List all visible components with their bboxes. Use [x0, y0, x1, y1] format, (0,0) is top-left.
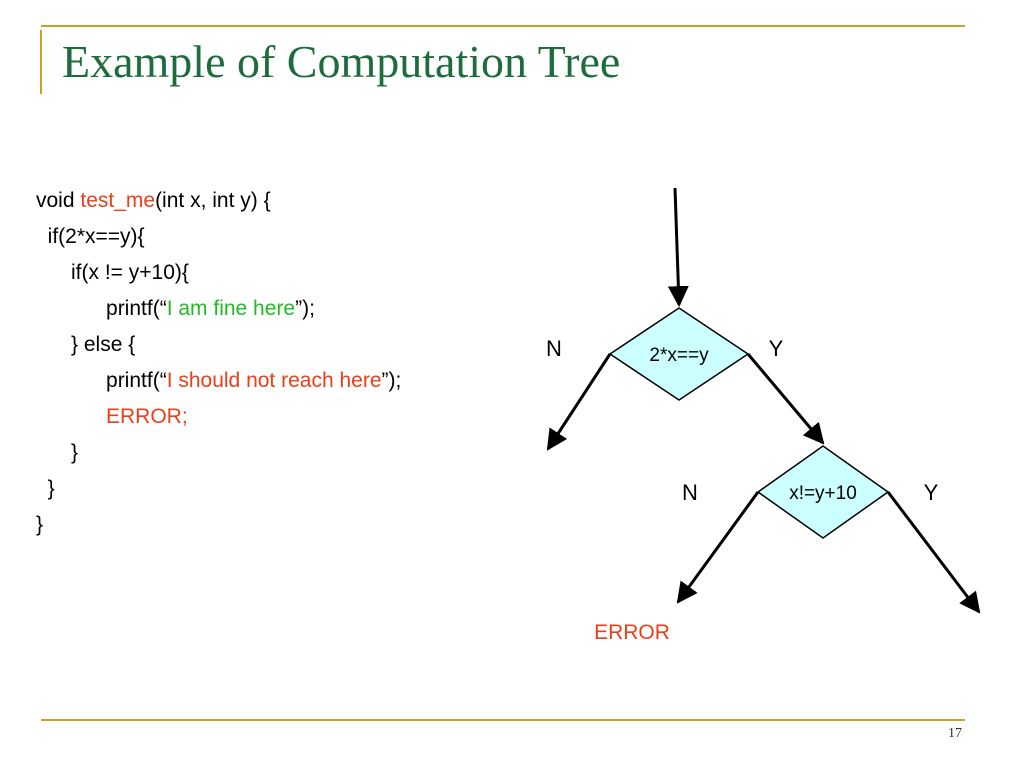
- code-line: printf(“I should not reach here”);: [36, 363, 401, 399]
- code-token: if(x != y+10){: [36, 261, 189, 284]
- code-token: I am fine here: [166, 297, 296, 320]
- code-token: printf(“: [36, 369, 167, 392]
- code-token: void: [36, 189, 81, 212]
- code-line: }: [36, 435, 401, 471]
- decision-node-1-label: 2*x==y: [649, 345, 709, 366]
- page-number: 17: [948, 726, 962, 741]
- code-line: ERROR;: [36, 399, 401, 435]
- code-line: printf(“I am fine here”);: [36, 291, 401, 327]
- decision-node-1: [608, 307, 750, 401]
- code-line: }: [36, 507, 401, 543]
- code-token: (int x, int y) {: [155, 189, 271, 212]
- code-token: ERROR;: [36, 405, 188, 428]
- node-2-no-branch-arrow: [676, 491, 760, 604]
- decision-node-2: [756, 445, 890, 539]
- code-token: }: [36, 513, 44, 536]
- code-token: ”);: [295, 297, 315, 320]
- decision-node-1-yes-label: Y: [769, 336, 784, 361]
- code-token: if(2*x==y){: [36, 225, 145, 248]
- code-line: if(x != y+10){: [36, 255, 401, 291]
- code-token: }: [36, 477, 55, 500]
- code-token: I should not reach here: [166, 369, 382, 392]
- code-listing: void test_me(int x, int y) { if(2*x==y){…: [36, 183, 401, 543]
- error-leaf-label: ERROR: [594, 621, 670, 644]
- node-1-no-branch-arrow: [546, 353, 612, 451]
- decision-node-2-label: x!=y+10: [789, 483, 857, 504]
- decision-node-2-yes-label: Y: [924, 480, 939, 505]
- code-line: }: [36, 471, 401, 507]
- node-1-yes-branch-arrow: [746, 353, 825, 445]
- code-line: } else {: [36, 327, 401, 363]
- code-token: test_me: [80, 189, 156, 212]
- entry-arrow: [667, 187, 689, 308]
- code-line: void test_me(int x, int y) {: [36, 183, 401, 219]
- decision-node-1-no-label: N: [546, 336, 562, 361]
- decision-node-2-no-label: N: [682, 480, 698, 505]
- code-line: if(2*x==y){: [36, 219, 401, 255]
- code-token: } else {: [36, 333, 136, 356]
- slide-title: Example of Computation Tree: [62, 36, 621, 87]
- code-token: printf(“: [36, 297, 167, 320]
- code-token: ”);: [381, 369, 402, 392]
- node-2-yes-branch-arrow: [886, 491, 981, 614]
- code-token: }: [36, 441, 79, 464]
